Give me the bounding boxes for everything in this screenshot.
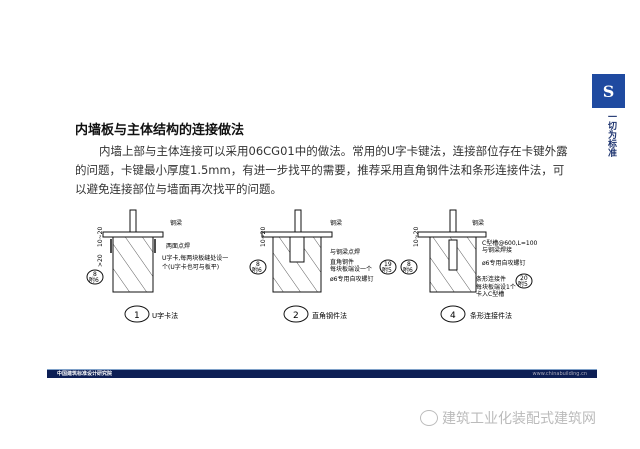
label: ø6专用自攻螺钉 bbox=[330, 275, 374, 283]
ref-top: 8 bbox=[256, 261, 260, 268]
wechat-icon bbox=[420, 410, 438, 426]
diagram-u-clip: 钢梁 两面点焊 U字卡,每两块板缝处设一 个(U字卡也可与板平) 10~20 >… bbox=[86, 209, 228, 323]
label: 个(U字卡也可与板平) bbox=[162, 263, 219, 271]
diagram-number: 4 bbox=[450, 311, 456, 321]
ref-top: 8 bbox=[93, 271, 97, 278]
section-title: 内墙板与主体结构的连接做法 bbox=[75, 123, 245, 138]
diagram-strip-connector: 钢梁 C型槽@600,L=100 与钢梁焊接 ø6专用自攻螺钉 条形连接件 每块… bbox=[400, 209, 538, 323]
logo: S bbox=[592, 74, 625, 108]
diagram-caption: U字卡法 bbox=[152, 311, 178, 320]
diagram-caption: 条形连接件法 bbox=[470, 311, 512, 320]
label: 钢梁 bbox=[170, 219, 182, 227]
footer-url: www.chinabuilding.cn bbox=[532, 371, 587, 377]
label: 钢梁 bbox=[472, 219, 484, 227]
footer-org: 中国建筑标准设计研究院 bbox=[57, 371, 113, 377]
ref-bottom: 附5 bbox=[518, 280, 528, 288]
label: C型槽@600,L=100 bbox=[482, 239, 538, 247]
label: ø6专用自攻螺钉 bbox=[482, 259, 526, 267]
logo-slogan: 一切为标准 bbox=[606, 112, 616, 157]
label: 钢梁 bbox=[330, 219, 342, 227]
dimension: 10~20 bbox=[97, 227, 104, 247]
ref-bottom: 附5 bbox=[382, 266, 392, 274]
dimension: >20 bbox=[97, 254, 104, 267]
footer-bar: 中国建筑标准设计研究院 www.chinabuilding.cn bbox=[47, 369, 597, 378]
label: 直角钢件 bbox=[330, 258, 354, 266]
label: 每块板端设1个 bbox=[476, 283, 516, 291]
watermark: 建筑工业化装配式建筑网 bbox=[420, 408, 596, 428]
ref-top: 8 bbox=[407, 261, 411, 268]
label: U字卡,每两块板缝处设一 bbox=[162, 254, 228, 262]
ref-bottom: 附6 bbox=[89, 276, 99, 284]
label: 两面点焊 bbox=[166, 242, 190, 250]
watermark-text: 建筑工业化装配式建筑网 bbox=[442, 411, 596, 427]
label: 每块板端设一个 bbox=[330, 265, 372, 273]
label: 与钢梁焊接 bbox=[482, 246, 512, 254]
diagram-number: 1 bbox=[134, 311, 140, 321]
connection-diagrams: 钢梁 两面点焊 U字卡,每两块板缝处设一 个(U字卡也可与板平) 10~20 >… bbox=[86, 209, 538, 323]
label: 条形连接件 bbox=[476, 275, 506, 283]
ref-bottom: 附6 bbox=[403, 266, 413, 274]
label: 与钢梁点焊 bbox=[330, 248, 360, 256]
ref-top: 20 bbox=[520, 275, 528, 282]
dimension: 10~20 bbox=[413, 227, 420, 247]
dimension: 10~20 bbox=[260, 227, 267, 247]
ref-bottom: 附6 bbox=[252, 266, 262, 274]
diagram-number: 2 bbox=[293, 311, 299, 321]
ref-top: 19 bbox=[384, 261, 392, 268]
diagram-angle-steel: 钢梁 与钢梁点焊 直角钢件 每块板端设一个 ø6专用自攻螺钉 10~20 8 附… bbox=[249, 209, 397, 323]
label: 卡入C型槽 bbox=[476, 290, 504, 298]
diagram-caption: 直角钢件法 bbox=[312, 311, 347, 320]
body-paragraph: 内墙上部与主体连接可以采用06CG01中的做法。常用的U字卡键法，连接部位存在卡… bbox=[75, 144, 568, 196]
